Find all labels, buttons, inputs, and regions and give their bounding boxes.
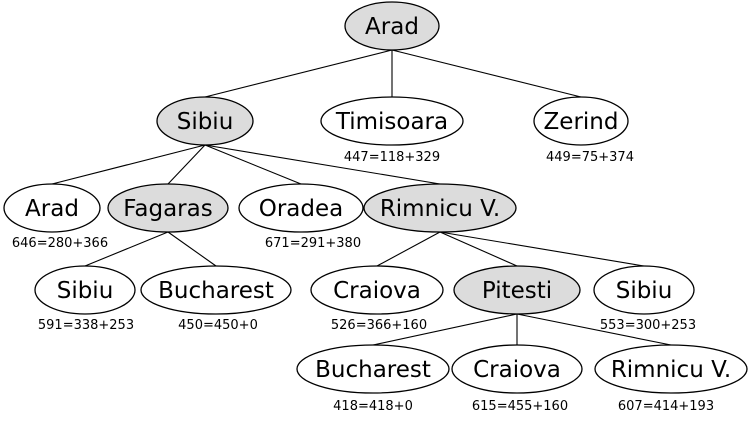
node-value-timisoara: 447=118+329: [344, 150, 440, 165]
node-ellipse-rimnicu_1: [363, 183, 517, 233]
node-value-craiova_rim: 526=366+160: [331, 318, 427, 333]
edge-arad_root-sibiu_1: [204, 49, 393, 98]
node-label-oradea: Oradea: [259, 196, 344, 222]
node-zerind: Zerind 449=75+374: [533, 96, 634, 165]
node-value-craiova_pit: 615=455+160: [472, 399, 568, 414]
edge-pitesti-bucharest_pit: [372, 313, 518, 346]
edge-rimnicu_1-pitesti: [439, 231, 518, 267]
node-value-arad_2: 646=280+366: [12, 236, 108, 251]
node-label-arad_2: Arad: [25, 196, 79, 222]
node-ellipse-arad_root: [344, 1, 440, 51]
node-ellipse-timisoara: [320, 96, 464, 146]
node-ellipse-rimnicu_pit: [594, 344, 748, 394]
edge-sibiu_1-fagaras: [167, 144, 206, 185]
node-ellipse-oradea: [238, 183, 364, 233]
node-label-rimnicu_pit: Rimnicu V.: [611, 357, 731, 383]
node-label-pitesti: Pitesti: [482, 278, 552, 304]
node-ellipse-craiova_pit: [451, 344, 583, 394]
node-value-bucharest_pit: 418=418+0: [333, 399, 413, 414]
node-craiova_rim: Craiova 526=366+160: [310, 265, 444, 333]
node-ellipse-arad_2: [3, 183, 101, 233]
node-ellipse-pitesti: [453, 265, 581, 315]
node-bucharest_pit: Bucharest 418=418+0: [296, 344, 450, 414]
node-label-bucharest_fag: Bucharest: [158, 278, 274, 304]
edge-rimnicu_1-sibiu_rim: [439, 231, 645, 267]
node-arad_root: Arad: [344, 1, 440, 51]
node-ellipse-bucharest_pit: [296, 344, 450, 394]
edge-sibiu_1-arad_2: [51, 144, 206, 185]
node-label-sibiu_1: Sibiu: [177, 109, 234, 135]
node-label-zerind: Zerind: [544, 109, 619, 135]
node-craiova_pit: Craiova 615=455+160: [451, 344, 583, 414]
edge-pitesti-rimnicu_pit: [516, 313, 672, 346]
node-pitesti: Pitesti: [453, 265, 581, 315]
node-label-sibiu_fag: Sibiu: [57, 278, 114, 304]
node-label-fagaras: Fagaras: [123, 196, 212, 222]
node-label-timisoara: Timisoara: [335, 109, 448, 135]
node-value-bucharest_fag: 450=450+0: [178, 318, 258, 333]
node-timisoara: Timisoara 447=118+329: [320, 96, 464, 165]
node-sibiu_fag: Sibiu 591=338+253: [34, 265, 136, 333]
node-value-zerind: 449=75+374: [546, 150, 634, 165]
node-oradea: Oradea 671=291+380: [238, 183, 364, 251]
node-sibiu_rim: Sibiu 553=300+253: [593, 265, 696, 333]
node-rimnicu_1: Rimnicu V.: [363, 183, 517, 233]
edge-sibiu_1-rimnicu_1: [204, 144, 441, 185]
edge-fagaras-bucharest_fag: [167, 231, 217, 267]
node-label-sibiu_rim: Sibiu: [616, 278, 673, 304]
node-ellipse-craiova_rim: [310, 265, 444, 315]
node-label-craiova_rim: Craiova: [333, 278, 421, 304]
node-ellipse-sibiu_rim: [593, 265, 695, 315]
edge-sibiu_1-oradea: [204, 144, 302, 185]
node-value-sibiu_fag: 591=338+253: [38, 318, 134, 333]
node-rimnicu_pit: Rimnicu V. 607=414+193: [594, 344, 748, 414]
node-value-oradea: 671=291+380: [265, 236, 361, 251]
node-label-bucharest_pit: Bucharest: [315, 357, 431, 383]
node-ellipse-bucharest_fag: [140, 265, 292, 315]
node-label-craiova_pit: Craiova: [473, 357, 561, 383]
node-ellipse-fagaras: [107, 183, 229, 233]
edge-fagaras-sibiu_fag: [84, 231, 169, 267]
edges-group: [51, 49, 672, 346]
node-value-rimnicu_pit: 607=414+193: [618, 399, 714, 414]
node-label-arad_root: Arad: [365, 14, 419, 40]
node-fagaras: Fagaras: [107, 183, 229, 233]
node-bucharest_fag: Bucharest 450=450+0: [140, 265, 292, 333]
node-ellipse-sibiu_fag: [34, 265, 136, 315]
node-ellipse-sibiu_1: [156, 96, 254, 146]
edge-rimnicu_1-craiova_rim: [376, 231, 441, 267]
edge-arad_root-zerind: [391, 49, 582, 98]
node-value-sibiu_rim: 553=300+253: [600, 318, 696, 333]
node-label-rimnicu_1: Rimnicu V.: [380, 196, 500, 222]
node-sibiu_1: Sibiu: [156, 96, 254, 146]
node-arad_2: Arad 646=280+366: [3, 183, 108, 251]
node-ellipse-zerind: [533, 96, 629, 146]
